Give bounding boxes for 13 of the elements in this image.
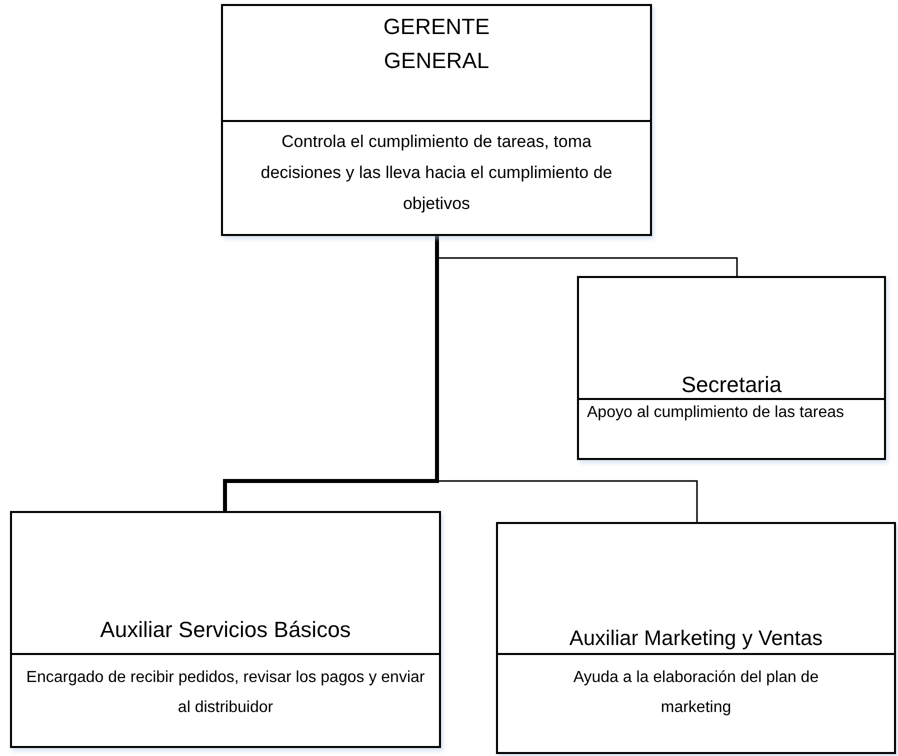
role-title: GERENTE GENERAL — [382, 13, 491, 75]
role-description: Apoyo al cumplimiento de las tareas — [586, 403, 846, 423]
role-box — [10, 511, 441, 748]
role-title: Auxiliar Servicios Básicos — [99, 616, 352, 644]
role-description: Encargado de recibir pedidos, revisar los pagos y enviar al distribuidor — [25, 668, 426, 718]
role-title: Auxiliar Marketing y Ventas — [568, 626, 824, 652]
role-description: Controla el cumplimiento de tareas, toma decisiones y las lleva hacia el cumplimiento de objetivos — [260, 131, 614, 215]
role-title: Secretaria — [680, 372, 783, 398]
role-box — [496, 522, 896, 754]
connector-line — [223, 236, 439, 511]
role-description: Ayuda a la elaboración del plan de marketing — [572, 668, 820, 718]
role-box — [221, 4, 652, 236]
role-box — [577, 276, 886, 460]
